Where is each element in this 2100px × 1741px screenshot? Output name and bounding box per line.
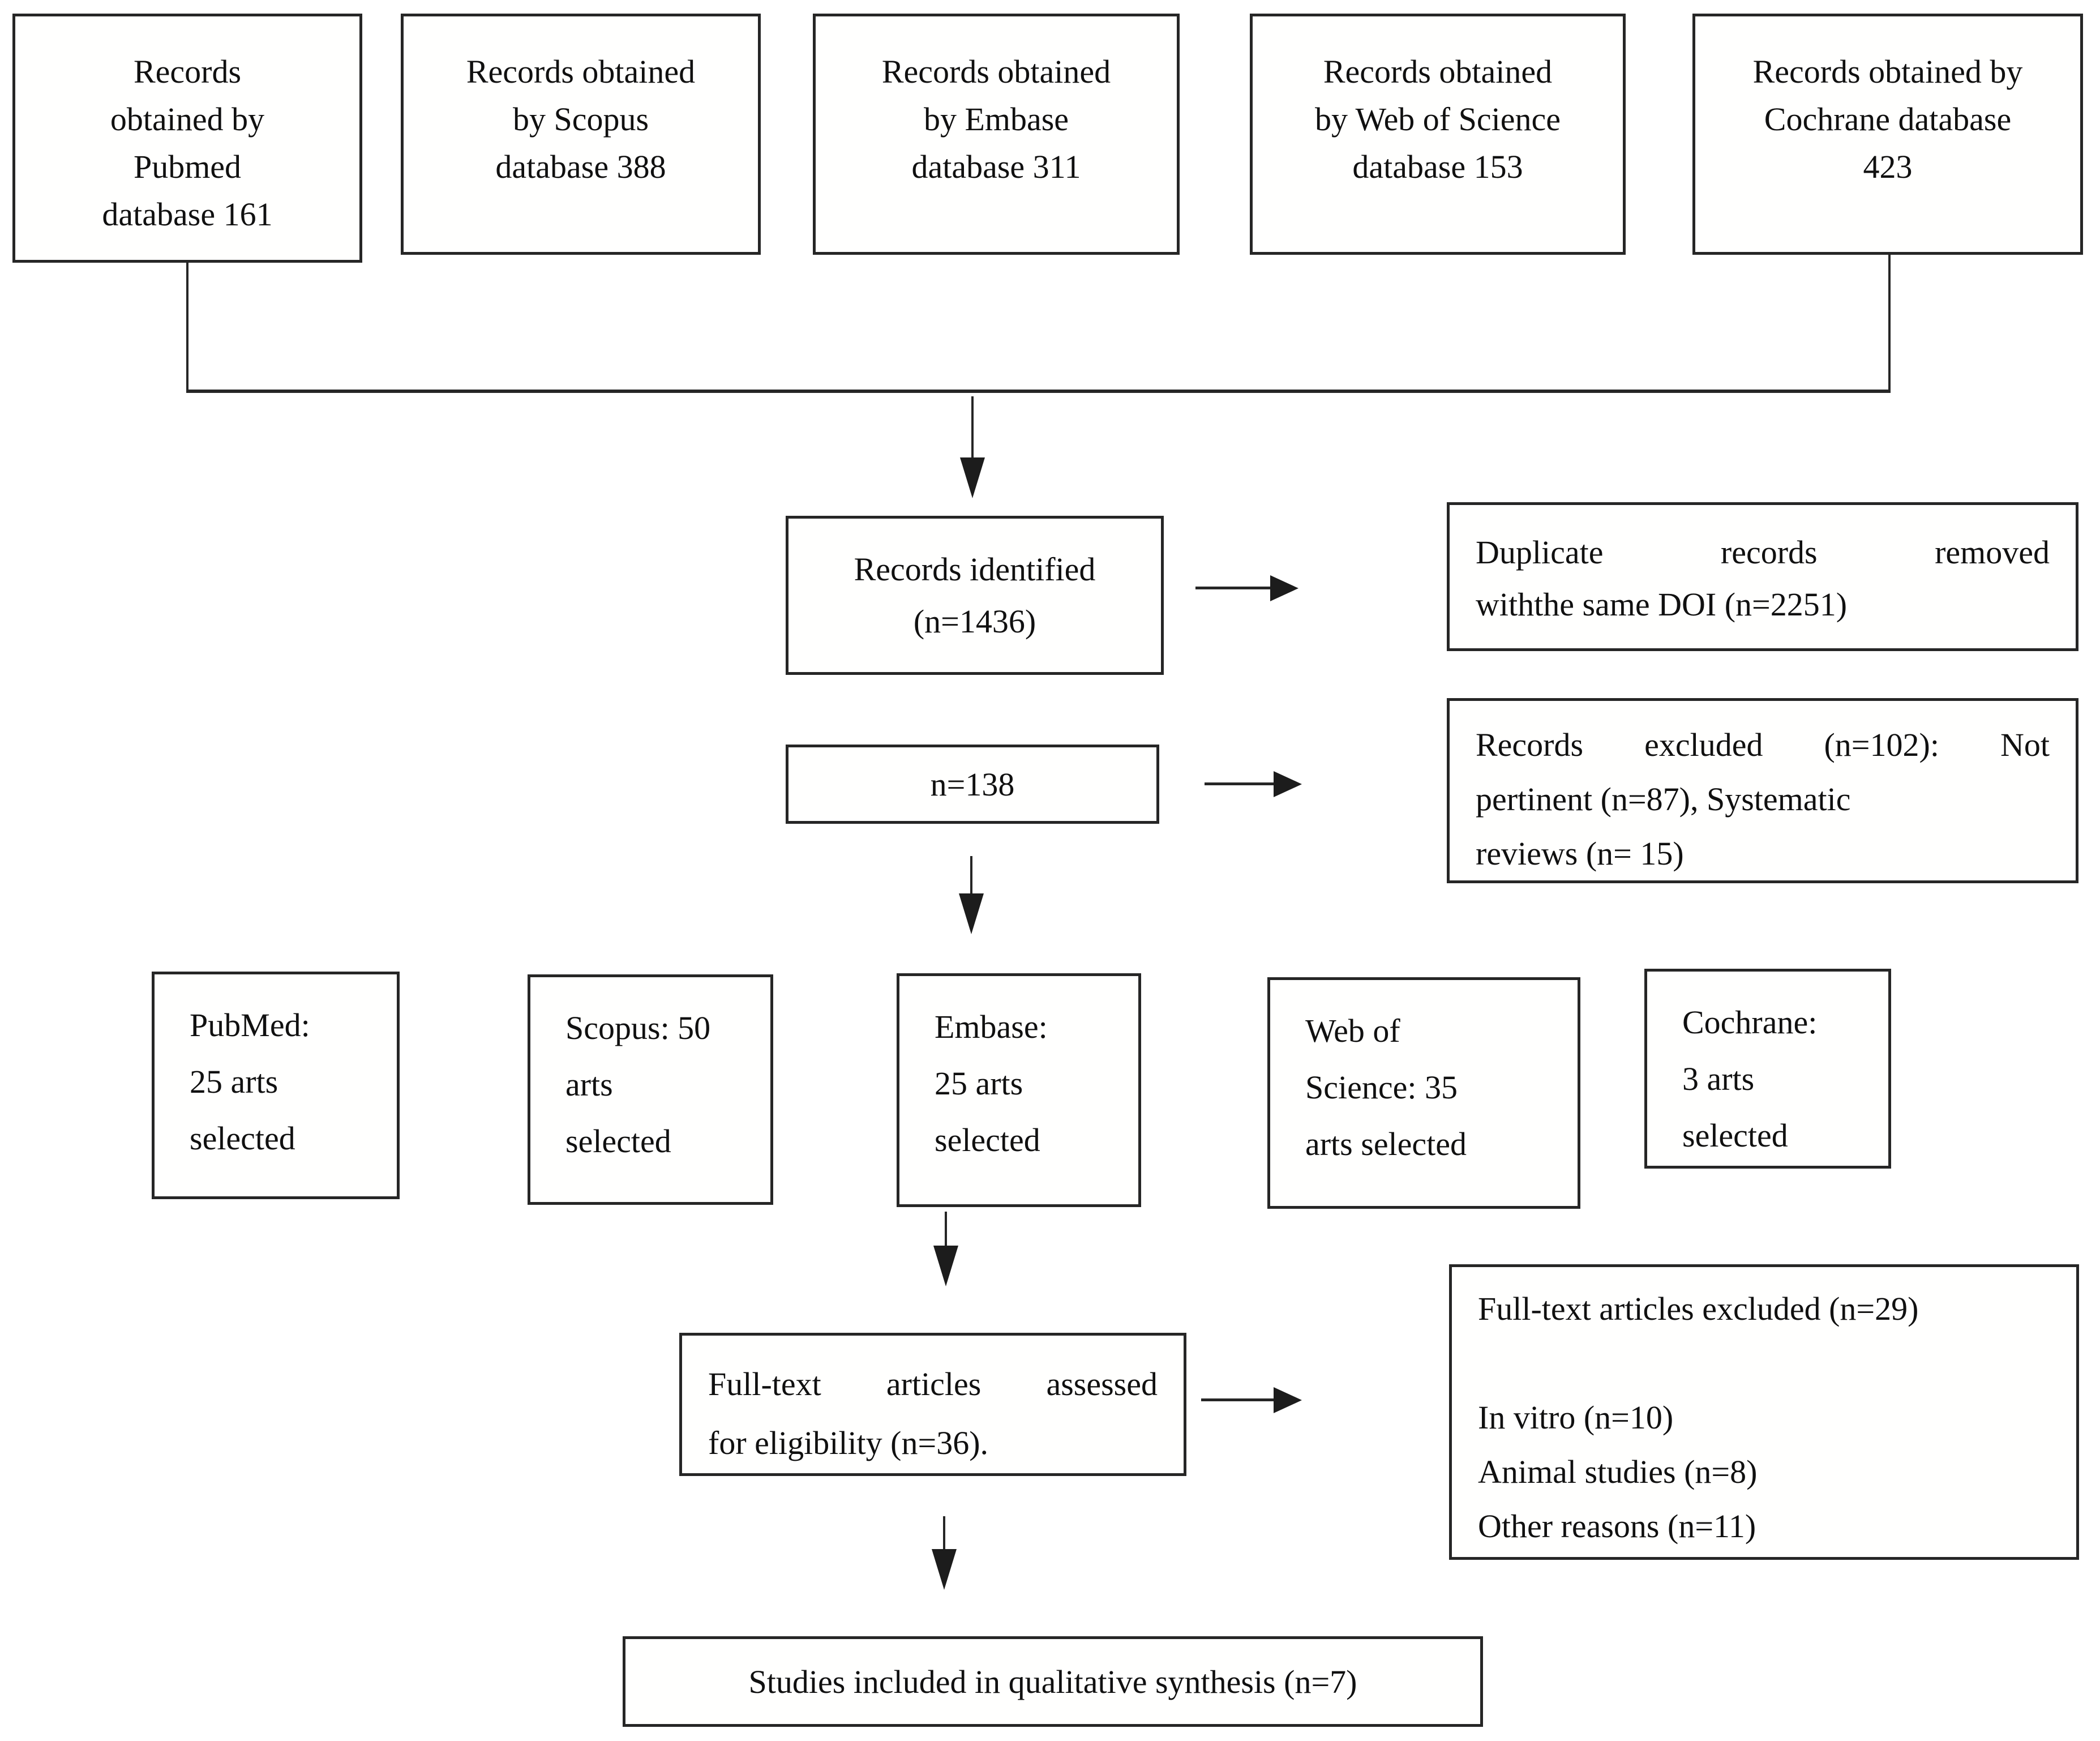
arrow-to-excluded-shaft — [1205, 782, 1274, 785]
arrow-to-included-shaft — [943, 1516, 945, 1550]
box-text-line: database 311 — [911, 148, 1081, 185]
box-text-line: database 388 — [495, 148, 666, 185]
box-records-web-of-science: Records obtained by Web of Science datab… — [1250, 14, 1626, 255]
box-fulltext-assessed: Full-text articles assessed for eligibil… — [679, 1333, 1186, 1476]
arrow-down-icon — [960, 457, 985, 498]
connector-merge-line — [186, 390, 1891, 393]
box-text-line: by Web of Science — [1315, 101, 1561, 138]
arrow-down-icon — [959, 893, 984, 934]
box-text-line: Studies included in qualitative synthesi… — [748, 1663, 1357, 1700]
arrow-to-fulltext-shaft — [945, 1212, 947, 1247]
box-text-line: Cochrane database — [1764, 101, 2012, 138]
box-fulltext-excluded: Full-text articles excluded (n=29) In vi… — [1449, 1264, 2079, 1560]
box-text-line: Full-text articles assessed — [708, 1366, 1158, 1402]
box-text-line: 3 arts — [1682, 1060, 1755, 1097]
box-text-line: selected — [190, 1120, 295, 1157]
box-text-line: Full-text articles excluded (n=29) — [1478, 1290, 1919, 1327]
arrow-to-duplicates-shaft — [1195, 587, 1270, 589]
box-text-line: Scopus: 50 — [565, 1009, 711, 1046]
box-text-line: PubMed: — [190, 1007, 310, 1043]
arrow-down-icon — [933, 1246, 958, 1286]
box-text-line: Cochrane: — [1682, 1004, 1818, 1041]
connector-cochrane-stub — [1888, 255, 1891, 392]
box-text-line: withthe same DOI (n=2251) — [1476, 586, 1848, 623]
box-text-line: by Embase — [923, 101, 1069, 138]
box-text-line — [1478, 1336, 2059, 1391]
box-text-line: Animal studies (n=8) — [1478, 1453, 1758, 1490]
arrow-to-identified-shaft — [971, 396, 974, 460]
box-text-line: 25 arts — [190, 1063, 278, 1100]
box-text-line: Records excluded (n=102): Not — [1476, 726, 2050, 763]
box-text-line: arts selected — [1305, 1126, 1467, 1162]
box-records-excluded: Records excluded (n=102): Not pertinent … — [1447, 698, 2078, 883]
box-selected-pubmed: PubMed: 25 arts selected — [152, 972, 400, 1199]
arrow-right-icon — [1274, 771, 1302, 797]
arrow-down-icon — [932, 1549, 957, 1590]
box-text-line: Duplicate records removed — [1476, 534, 2050, 571]
box-text-line: Pubmed — [133, 148, 242, 185]
box-text-line: In vitro (n=10) — [1478, 1399, 1674, 1436]
box-text-line: reviews (n= 15) — [1476, 835, 1684, 872]
box-records-pubmed: Records obtained by Pubmed database 161 — [12, 14, 362, 263]
box-text-line: 423 — [1863, 148, 1913, 185]
box-text-line: for eligibility (n=36). — [708, 1425, 989, 1461]
box-studies-included: Studies included in qualitative synthesi… — [623, 1636, 1483, 1727]
arrow-right-icon — [1270, 575, 1298, 601]
box-duplicates-removed: Duplicate records removed withthe same D… — [1447, 502, 2078, 651]
box-text-line: Records obtained — [881, 53, 1111, 90]
box-selected-scopus: Scopus: 50 arts selected — [528, 974, 773, 1205]
box-text-line: selected — [935, 1122, 1040, 1158]
box-text-line: Science: 35 — [1305, 1069, 1458, 1106]
box-text-line: selected — [1682, 1117, 1788, 1154]
box-text-line: Records — [133, 53, 242, 90]
box-text-line: Other reasons (n=11) — [1478, 1508, 1756, 1545]
box-records-embase: Records obtained by Embase database 311 — [813, 14, 1180, 255]
box-text-line: obtained by — [110, 101, 265, 138]
connector-pubmed-stub — [186, 263, 188, 392]
box-text-line: Embase: — [935, 1008, 1048, 1045]
box-text-line: database 161 — [102, 196, 273, 233]
box-text-line: Web of — [1305, 1012, 1400, 1049]
box-text-line: Records identified — [854, 551, 1096, 588]
arrow-to-selected-shaft — [970, 856, 972, 895]
box-text-line: by Scopus — [512, 101, 649, 138]
box-selected-web-of-science: Web of Science: 35 arts selected — [1267, 977, 1580, 1209]
box-selected-cochrane: Cochrane: 3 arts selected — [1644, 969, 1891, 1169]
box-records-identified: Records identified (n=1436) — [786, 516, 1164, 675]
box-selected-embase: Embase: 25 arts selected — [897, 973, 1141, 1207]
box-text-line: Records obtained — [466, 53, 696, 90]
box-text-line: arts — [565, 1066, 613, 1103]
box-text-line: Records obtained — [1323, 53, 1553, 90]
arrow-right-icon — [1274, 1387, 1302, 1413]
box-n138: n=138 — [786, 745, 1159, 824]
box-text-line: 25 arts — [935, 1065, 1023, 1102]
box-text-line: selected — [565, 1123, 671, 1160]
box-records-cochrane: Records obtained by Cochrane database 42… — [1692, 14, 2083, 255]
box-text-line: (n=1436) — [913, 603, 1036, 640]
box-records-scopus: Records obtained by Scopus database 388 — [401, 14, 761, 255]
box-text-line: n=138 — [930, 765, 1015, 803]
box-text-line: Records obtained by — [1752, 53, 2023, 90]
box-text-line: pertinent (n=87), Systematic — [1476, 781, 1851, 818]
arrow-to-fulltext-excluded-shaft — [1201, 1398, 1274, 1401]
box-text-line: database 153 — [1352, 148, 1523, 185]
